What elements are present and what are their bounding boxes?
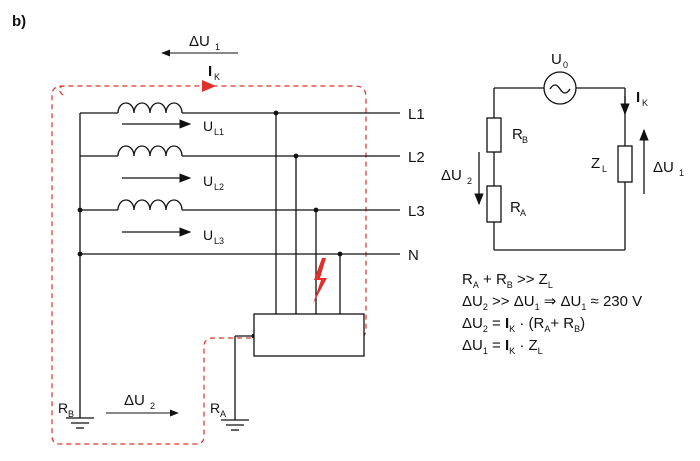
ground-ra-icon xyxy=(221,419,249,431)
rb-eq-sub: B xyxy=(522,135,528,145)
du2-bottom-sub: 2 xyxy=(150,401,155,411)
l3-coil xyxy=(117,199,183,211)
sine-wave-icon xyxy=(549,84,571,94)
ul3-label: U xyxy=(203,227,213,243)
ra-eq-sub: A xyxy=(520,208,526,218)
du2-eq-label: ΔU xyxy=(441,167,462,184)
fault-lightning-icon xyxy=(313,258,327,304)
equipment-box xyxy=(253,313,365,357)
l1-coil xyxy=(117,102,183,114)
rb-sub: B xyxy=(68,409,74,419)
equivalent-circuit xyxy=(493,87,626,251)
ul1-label: U xyxy=(203,118,213,134)
ik-eq-label: I xyxy=(636,89,640,106)
fault-loop xyxy=(51,85,367,445)
du1-eq-label: ΔU xyxy=(653,159,674,176)
l1-label: L1 xyxy=(408,106,425,123)
panel-label: b) xyxy=(12,13,26,30)
equation-1: RA + RB >> ZL xyxy=(462,271,553,290)
rb-resistor xyxy=(486,117,502,153)
l3-label: L3 xyxy=(408,203,425,220)
ul1-sub: L1 xyxy=(214,127,224,137)
ra-resistor xyxy=(486,185,502,223)
equation-4: ΔU1 = IK · ZL xyxy=(462,337,543,356)
ik-top-sub: K xyxy=(214,72,220,82)
ra-label: R xyxy=(210,400,220,416)
n-label: N xyxy=(408,247,419,264)
junction-dots xyxy=(77,110,343,339)
du1-eq-sub: 1 xyxy=(679,168,684,178)
ra-sub: A xyxy=(220,409,226,419)
rb-label: R xyxy=(58,400,68,416)
ik-top-label: I xyxy=(208,63,212,80)
ul2-sub: L2 xyxy=(214,182,224,192)
du2-eq-sub: 2 xyxy=(467,176,472,186)
du1-top-sub: 1 xyxy=(215,42,220,52)
l2-coil xyxy=(117,145,183,157)
l2-label: L2 xyxy=(408,149,425,166)
rb-eq-label: R xyxy=(512,126,523,143)
equation-2: ΔU2 >> ΔU1 ⇒ ΔU1 ≈ 230 V xyxy=(462,293,642,312)
ik-eq-sub: K xyxy=(642,98,648,108)
equations: RA + RB >> ZL ΔU2 >> ΔU1 ⇒ ΔU1 ≈ 230 V Δ… xyxy=(462,271,642,356)
zl-label: Z xyxy=(591,155,600,172)
zl-sub: L xyxy=(602,164,607,174)
fault-current-arrow xyxy=(202,80,216,92)
ra-eq-label: R xyxy=(510,199,521,216)
u0-sub: 0 xyxy=(563,60,568,70)
ground-rb-icon xyxy=(66,417,94,429)
du1-top-label: ΔU xyxy=(189,33,210,50)
equation-3: ΔU2 = IK · (RA+ RB) xyxy=(462,315,585,334)
zl-impedance xyxy=(617,145,633,183)
ul2-label: U xyxy=(203,173,213,189)
u0-label: U xyxy=(551,51,562,68)
ul3-sub: L3 xyxy=(214,236,224,246)
du2-bottom-label: ΔU xyxy=(124,392,145,409)
